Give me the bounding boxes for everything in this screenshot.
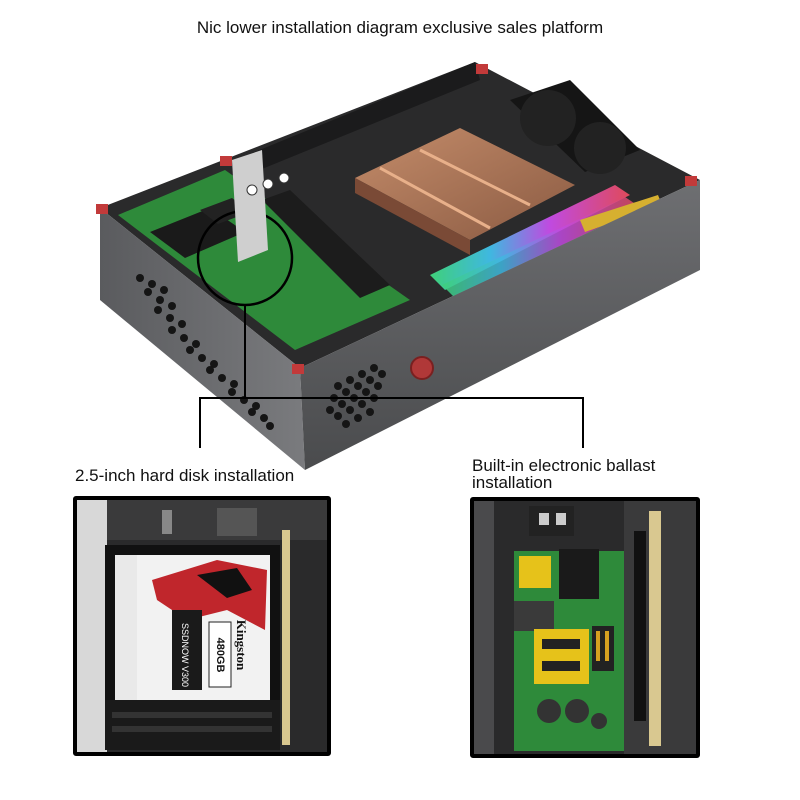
case-back-wall xyxy=(235,62,480,178)
ballast-installation-label: Built-in electronic ballast installation xyxy=(472,456,656,492)
mini-pc-case-illustration xyxy=(96,62,700,470)
ssd-brand-text: Kingston xyxy=(234,620,249,671)
power-board-icon xyxy=(474,501,696,754)
ssd-drive-icon: SSDNOW V300 480GB Kingston xyxy=(77,500,327,752)
ballast-detail-panel xyxy=(470,497,700,758)
vent-left xyxy=(136,274,274,430)
cpu-heatsink-icon xyxy=(355,128,575,255)
io-bracket xyxy=(232,150,268,262)
ssd-capacity-text: 480GB xyxy=(214,638,226,673)
rgb-ram-icon xyxy=(430,185,662,298)
hdd-detail-panel: SSDNOW V300 480GB Kingston xyxy=(73,496,331,756)
vent-right xyxy=(326,364,386,428)
callout-lines xyxy=(199,305,584,448)
cooling-fan-icon xyxy=(510,80,640,174)
hdd-installation-label: 2.5-inch hard disk installation xyxy=(75,466,295,485)
page-title: Nic lower installation diagram exclusive… xyxy=(196,18,604,37)
power-button-icon xyxy=(410,356,434,380)
corner-screws xyxy=(96,64,697,374)
ssd-model-text: SSDNOW V300 xyxy=(180,623,190,687)
